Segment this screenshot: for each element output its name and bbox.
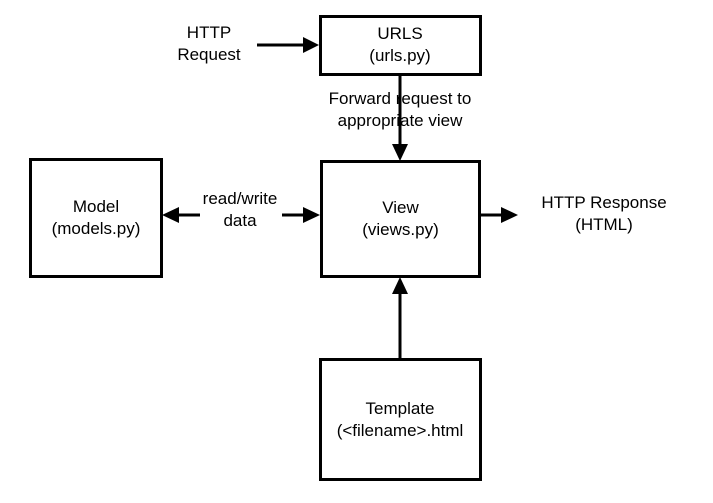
edge-label-readwrite-line2: data: [223, 211, 257, 230]
arrow-head-up: [392, 277, 408, 294]
edge-label-http-request-line2: Request: [177, 45, 241, 64]
node-urls-line2: (urls.py): [369, 46, 431, 65]
node-urls-label: URLS (urls.py): [319, 15, 481, 75]
edge-label-http-response: HTTP Response (HTML): [524, 192, 684, 236]
edge-label-forward-line1: Forward request to: [328, 89, 472, 108]
node-template-box[interactable]: [319, 358, 482, 481]
edge-label-read-write-data: read/write data: [196, 188, 284, 232]
arrow-head-right: [303, 37, 319, 53]
node-template-line1: Template: [365, 398, 435, 418]
arrow-head-right: [303, 207, 320, 223]
edge-label-forward-line2: appropriate view: [337, 111, 463, 130]
edge-view-to-http-response: [481, 207, 518, 223]
node-template-line2: (<filename>.html: [336, 420, 464, 440]
edge-urls-to-view: [392, 75, 408, 161]
node-view-line1: View: [382, 198, 419, 217]
edge-view-to-model: [162, 207, 200, 223]
edge-label-http-response-line2: (HTML): [575, 215, 633, 234]
edge-label-http-request: HTTP Request: [163, 22, 255, 66]
node-template-label: Template (<filename>.html: [319, 358, 481, 481]
node-view-box[interactable]: [320, 160, 481, 278]
edge-model-to-view: [282, 207, 320, 223]
node-view-line2: (views.py): [362, 220, 439, 239]
edge-label-readwrite-line1: read/write: [202, 189, 278, 208]
node-model-line1: Model: [72, 197, 120, 216]
edge-label-http-request-line1: HTTP: [186, 23, 232, 42]
node-model-box[interactable]: [29, 158, 163, 278]
node-model-line2: (models.py): [51, 219, 141, 238]
edge-http-request-to-urls: [257, 37, 319, 53]
edge-label-forward-request: Forward request to appropriate view: [310, 88, 490, 132]
node-urls-box[interactable]: [319, 15, 482, 76]
edge-template-to-view: [392, 277, 408, 358]
arrow-head-right: [501, 207, 518, 223]
node-urls-line1: URLS: [377, 24, 423, 43]
node-view-label: View (views.py): [320, 160, 481, 278]
arrow-head-down: [392, 144, 408, 161]
edge-label-http-response-line1: HTTP Response: [541, 193, 667, 212]
arrow-head-left: [162, 207, 179, 223]
node-model-label: Model (models.py): [29, 158, 163, 278]
